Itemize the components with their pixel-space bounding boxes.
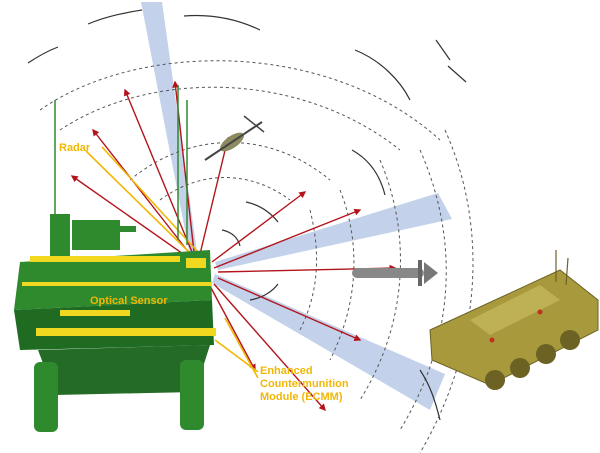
- missile-icon: [352, 260, 438, 286]
- sensor-beam-lower-right: [212, 274, 445, 410]
- ecmm-label: Enhanced Countermunition Module (ECMM): [260, 365, 349, 404]
- sensor-beams: [141, 2, 452, 410]
- threat-rays: [70, 80, 397, 412]
- outer-arc-fragments: [27, 9, 467, 421]
- ecmm-label-line-3: Module (ECMM): [260, 391, 343, 403]
- ecmm-label-line-2: Countermunition: [260, 378, 349, 390]
- stryker-front-icon: [14, 85, 216, 432]
- ecmm-label-line-1: Enhanced: [260, 365, 313, 377]
- sensor-beam-upper-right: [215, 193, 452, 270]
- sensor-beam-vertical: [141, 2, 197, 256]
- stryker-side-icon: [429, 250, 599, 390]
- rotary-projectile-icon: [204, 115, 265, 161]
- radar-label: Radar: [59, 142, 91, 154]
- optical-sensor-label: Optical Sensor: [90, 295, 168, 307]
